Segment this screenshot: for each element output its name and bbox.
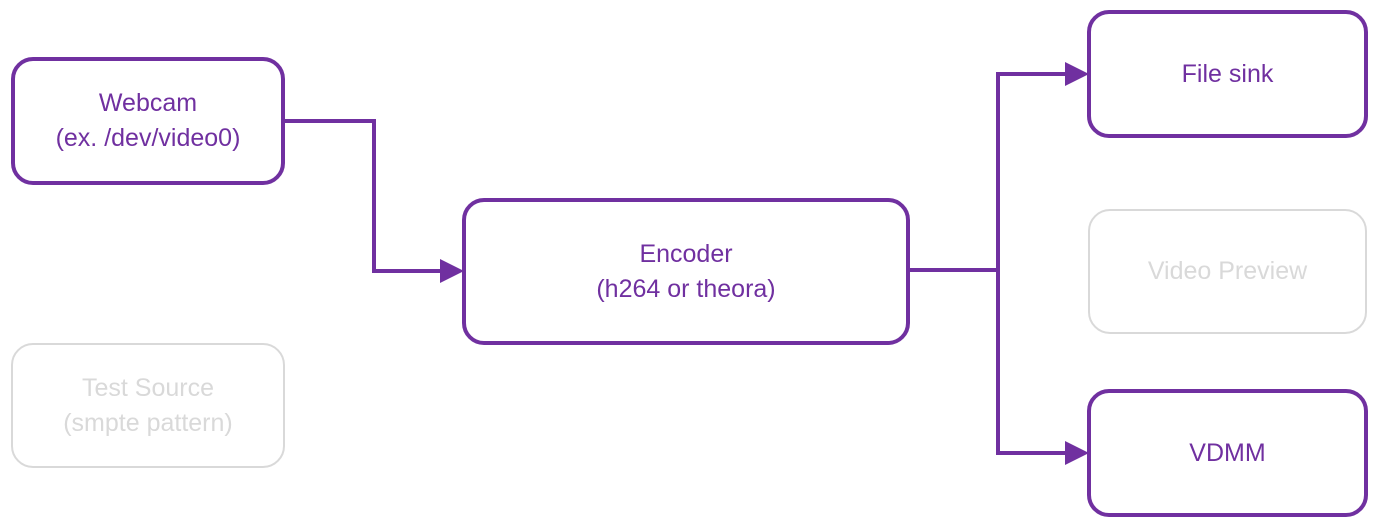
node-test-source-title: Test Source [81, 373, 214, 402]
node-test-source: Test Source (smpte pattern) [11, 343, 285, 468]
node-vdmm: VDMM [1087, 389, 1368, 517]
node-webcam-subtitle: (ex. /dev/video0) [55, 124, 241, 152]
node-test-source-subtitle: (smpte pattern) [63, 408, 233, 437]
node-encoder: Encoder (h264 or theora) [462, 198, 910, 345]
edge-encoder-to-filesink [910, 62, 1089, 272]
node-webcam-title: Webcam [98, 89, 198, 117]
node-webcam: Webcam (ex. /dev/video0) [11, 57, 285, 185]
node-video-preview-title: Video Preview [1147, 257, 1308, 285]
node-video-preview: Video Preview [1088, 209, 1367, 334]
edge-webcam-to-encoder [285, 119, 464, 283]
edge-encoder-to-vdmm [996, 270, 1089, 465]
node-encoder-subtitle: (h264 or theora) [596, 274, 776, 303]
node-encoder-title: Encoder [639, 239, 733, 268]
node-vdmm-title: VDMM [1189, 438, 1266, 467]
node-file-sink-title: File sink [1181, 59, 1274, 88]
node-file-sink: File sink [1087, 10, 1368, 138]
